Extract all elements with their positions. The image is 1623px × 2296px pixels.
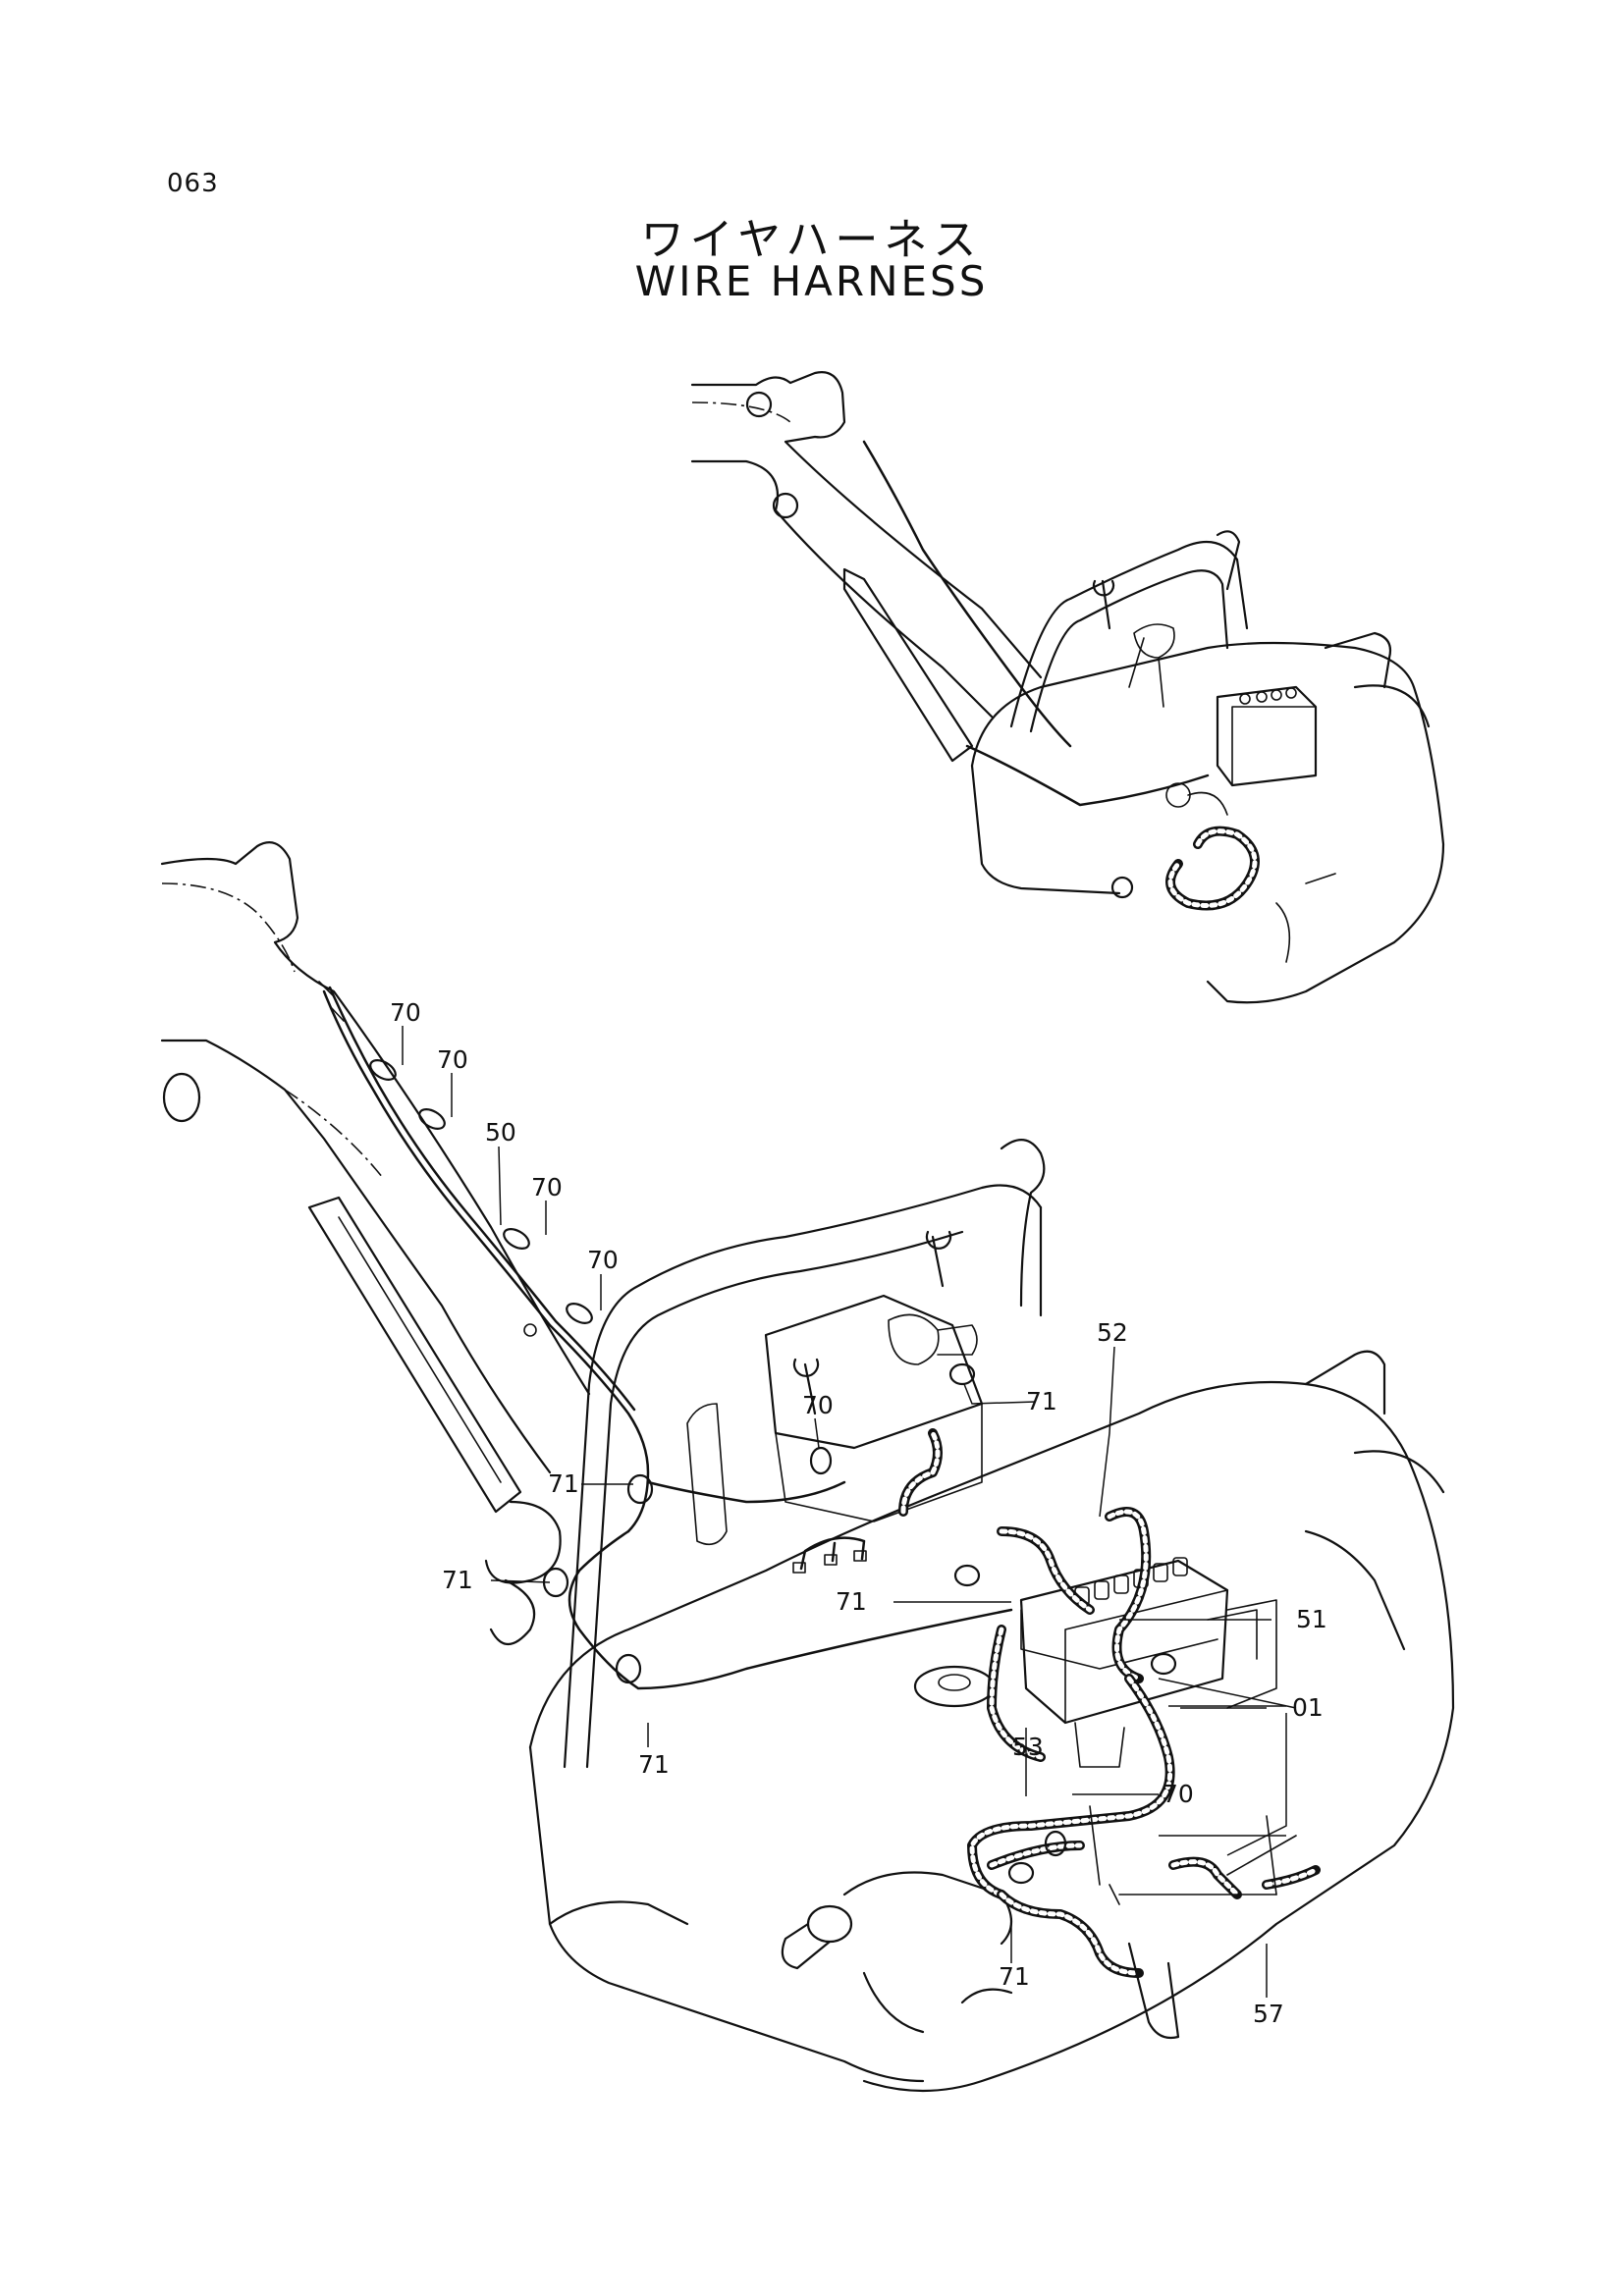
callout-52: 52 xyxy=(1097,1318,1128,1347)
page-number: 063 xyxy=(167,169,219,198)
callout-53: 53 xyxy=(1012,1733,1044,1761)
callout-71-c: 71 xyxy=(442,1566,473,1594)
callout-50: 50 xyxy=(485,1118,516,1147)
callout-labels: 70 70 50 70 70 52 70 71 71 71 71 51 01 5… xyxy=(390,998,1327,2028)
callout-71-a: 71 xyxy=(1026,1387,1057,1415)
callout-70-d: 70 xyxy=(587,1246,619,1274)
overview-machine-illustration xyxy=(690,371,1445,1004)
main-machine-illustration xyxy=(160,841,1455,2093)
callout-71-e: 71 xyxy=(638,1750,670,1779)
leader-lines xyxy=(402,1026,1297,1998)
callout-57: 57 xyxy=(1253,2000,1284,2028)
title-japanese: ワイヤハーネス xyxy=(640,215,983,265)
callout-71-f: 71 xyxy=(999,1962,1030,1991)
callout-70-f: 70 xyxy=(1163,1780,1194,1808)
title-english: WIRE HARNESS xyxy=(634,257,989,305)
callout-70-c: 70 xyxy=(531,1173,563,1201)
callout-70-b: 70 xyxy=(437,1045,468,1074)
callout-01: 01 xyxy=(1292,1693,1324,1722)
callout-70-e: 70 xyxy=(802,1391,834,1419)
callout-70-a: 70 xyxy=(390,998,421,1027)
callout-71-b: 71 xyxy=(548,1469,579,1498)
clamp-marks xyxy=(369,1059,1177,1885)
callout-71-d: 71 xyxy=(836,1587,867,1616)
callout-51: 51 xyxy=(1296,1605,1327,1633)
battery-terminals xyxy=(1074,1557,1188,1606)
